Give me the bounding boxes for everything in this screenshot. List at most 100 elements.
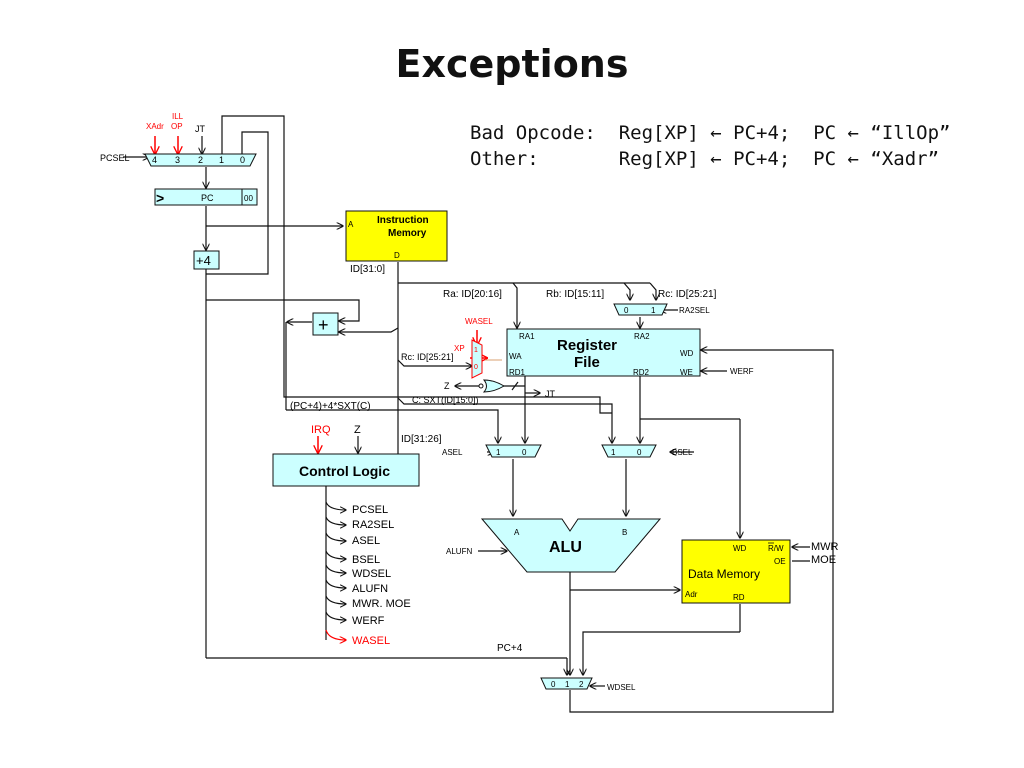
wasel-label: WASEL	[465, 317, 493, 326]
rf-port-rd2: RD2	[633, 368, 650, 377]
irq-label: IRQ	[311, 424, 331, 436]
control-output: MWR. MOE	[352, 598, 411, 610]
illop-label: OP	[171, 122, 183, 131]
mux-input: 0	[637, 448, 642, 457]
dmem-port-rd: RD	[733, 593, 745, 602]
bsel-mux	[601, 444, 657, 458]
mux-input: 0	[522, 448, 527, 457]
alu-port-b: B	[622, 528, 627, 537]
mux-input: 0	[551, 680, 556, 689]
control-output: WDSEL	[352, 568, 391, 580]
xp-label: XP	[454, 344, 465, 353]
pc-label: PC	[201, 193, 214, 203]
branch-target-label: (PC+4)+4*SXT(C)	[290, 401, 371, 412]
mux-input: 3	[175, 155, 180, 165]
imem-title: Instruction	[377, 215, 429, 226]
moe-label: MOE	[811, 554, 836, 566]
id-bus-label: ID[31:0]	[350, 264, 385, 275]
mux-input: 0	[240, 155, 245, 165]
rf-port-we: WE	[680, 368, 693, 377]
adder-label: +	[318, 315, 329, 335]
mux-input: 1	[496, 448, 501, 457]
control-output: BSEL	[352, 554, 380, 566]
alufn-label: ALUFN	[446, 547, 472, 556]
wasel-output-arrow	[325, 629, 346, 640]
control-output-wasel: WASEL	[352, 635, 390, 647]
data-memory	[681, 539, 791, 604]
mux-input: 1	[219, 155, 224, 165]
rule-other: Other: Reg[XP] ← PC+4; PC ← “Xadr”	[470, 146, 950, 172]
rule-bad-opcode: Bad Opcode: Reg[XP] ← PC+4; PC ← “IllOp”	[470, 120, 950, 146]
rule-case: Bad Opcode:	[470, 122, 596, 144]
wasel-mux	[471, 339, 483, 379]
rule-action: Reg[XP] ← PC+4; PC ← “IllOp”	[618, 122, 951, 144]
alu	[480, 518, 662, 573]
inverter-bubble	[478, 383, 484, 389]
control-output: WERF	[352, 615, 385, 627]
mux-input: 1	[474, 347, 478, 354]
imem-port-d: D	[394, 251, 400, 260]
rf-port-ra2: RA2	[634, 332, 650, 341]
mwr-label: MWR	[811, 541, 839, 553]
wires	[123, 115, 834, 713]
alu-port-a: A	[514, 528, 520, 537]
pc-register	[154, 188, 258, 206]
control-output-arrows	[325, 501, 346, 620]
wdsel-mux	[540, 677, 593, 690]
dmem-port-oe: OE	[774, 557, 786, 566]
control-outputs: PCSEL RA2SEL ASEL BSEL WDSEL ALUFN MWR. …	[352, 504, 411, 647]
rf-title: File	[574, 354, 600, 371]
rc-field-label: Rc: ID[25:21]	[658, 289, 717, 300]
z-label: Z	[354, 424, 361, 436]
opcode-label: ID[31:26]	[401, 434, 442, 445]
plus4-label: +4	[196, 253, 211, 268]
jt-label: JT	[195, 124, 206, 134]
dmem-title: Data Memory	[688, 567, 760, 581]
ra-field-label: Ra: ID[20:16]	[443, 289, 502, 300]
mux-input: 1	[651, 306, 656, 315]
jt-label: JT	[545, 389, 556, 399]
control-logic	[272, 453, 420, 487]
bsel-label: BSEL	[672, 448, 693, 457]
plus4-block	[193, 250, 220, 270]
dmem-port-adr: Adr	[685, 590, 698, 599]
control-output: ALUFN	[352, 583, 388, 595]
mux-input: 2	[198, 155, 203, 165]
clock-icon: >	[156, 190, 164, 206]
rc-field-label: Rc: ID[25:21]	[401, 352, 454, 362]
mux-input: 4	[152, 155, 157, 165]
rule-case: Other:	[470, 148, 539, 170]
alu-title: ALU	[549, 539, 582, 556]
mux-input: 0	[474, 364, 478, 371]
rf-port-rd1: RD1	[509, 368, 526, 377]
control-output: PCSEL	[352, 504, 388, 516]
pc-suffix: 00	[244, 194, 253, 203]
werf-label: WERF	[730, 367, 754, 376]
ra2sel-label: RA2SEL	[679, 306, 710, 315]
register-file	[506, 328, 701, 377]
rf-port-wd: WD	[680, 349, 694, 358]
branch-adder	[312, 312, 339, 336]
instruction-memory	[345, 210, 448, 262]
rf-title: Register	[557, 337, 617, 354]
rf-port-wa: WA	[509, 352, 522, 361]
pc4-label: PC+4	[497, 643, 523, 654]
illop-label: ILL	[172, 112, 184, 121]
mux-input: 1	[611, 448, 616, 457]
mux-input: 0	[624, 306, 629, 315]
asel-mux	[485, 444, 542, 458]
slide-title: Exceptions	[395, 42, 629, 86]
xadr-label: XAdr	[146, 122, 164, 131]
exception-rules: Bad Opcode: Reg[XP] ← PC+4; PC ← “IllOp”…	[470, 120, 950, 172]
dmem-port-rw: R/W	[768, 544, 784, 553]
ra2sel-mux	[613, 303, 668, 316]
control-output: ASEL	[352, 535, 380, 547]
mux-input: 2	[579, 680, 584, 689]
rule-action: Reg[XP] ← PC+4; PC ← “Xadr”	[618, 148, 940, 170]
mux-input: 1	[565, 680, 570, 689]
control-title: Control Logic	[299, 463, 390, 479]
imem-port-a: A	[348, 220, 354, 229]
zero-detect-gate	[482, 379, 505, 393]
rf-port-ra1: RA1	[519, 332, 535, 341]
